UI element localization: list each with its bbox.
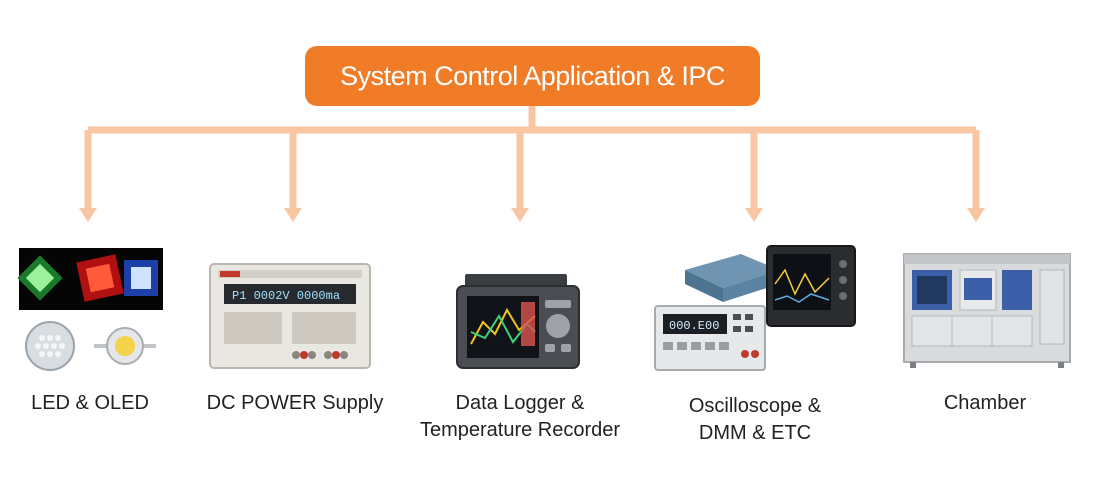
oscilloscope-dmm-label: Oscilloscope & DMM & ETC bbox=[655, 393, 855, 447]
oscilloscope-dmm-image: 000.E00 bbox=[654, 245, 856, 371]
data-logger-image bbox=[456, 274, 580, 369]
root-node-label: System Control Application & IPC bbox=[340, 60, 725, 91]
oscilloscope-dmm-label-line-1: Oscilloscope & bbox=[688, 395, 822, 417]
led-oled-image bbox=[17, 248, 163, 371]
oscilloscope-dmm-label-line-2: DMM & ETC bbox=[698, 422, 812, 444]
chamber-label: Chamber bbox=[905, 390, 1065, 417]
dc-power-supply-label: DC POWER Supply bbox=[195, 390, 395, 417]
data-logger-label-line-1: Data Logger & bbox=[455, 392, 585, 414]
chamber-image bbox=[903, 253, 1071, 368]
dc-power-supply-image: P1 0002V 0000ma bbox=[209, 263, 371, 369]
arrowhead-led bbox=[79, 208, 97, 222]
data-logger-label-line-2: Temperature Recorder bbox=[419, 419, 621, 441]
dc-power-supply-label-line-1: DC POWER Supply bbox=[206, 392, 384, 414]
arrowhead-chamber bbox=[967, 208, 985, 222]
data-logger-label: Data Logger & Temperature Recorder bbox=[405, 390, 635, 444]
connector-lines bbox=[79, 106, 985, 222]
led-oled-label-line-1: LED & OLED bbox=[31, 392, 149, 414]
power-display-readout: P1 0002V 0000ma bbox=[232, 289, 340, 303]
chamber-label-line-1: Chamber bbox=[943, 392, 1027, 414]
dmm-display-readout: 000.E00 bbox=[669, 319, 719, 333]
led-oled-label: LED & OLED bbox=[0, 390, 180, 417]
arrowhead-logger bbox=[511, 208, 529, 222]
root-node-box: System Control Application & IPC bbox=[305, 46, 760, 106]
arrowhead-scope bbox=[745, 208, 763, 222]
arrowhead-power bbox=[284, 208, 302, 222]
